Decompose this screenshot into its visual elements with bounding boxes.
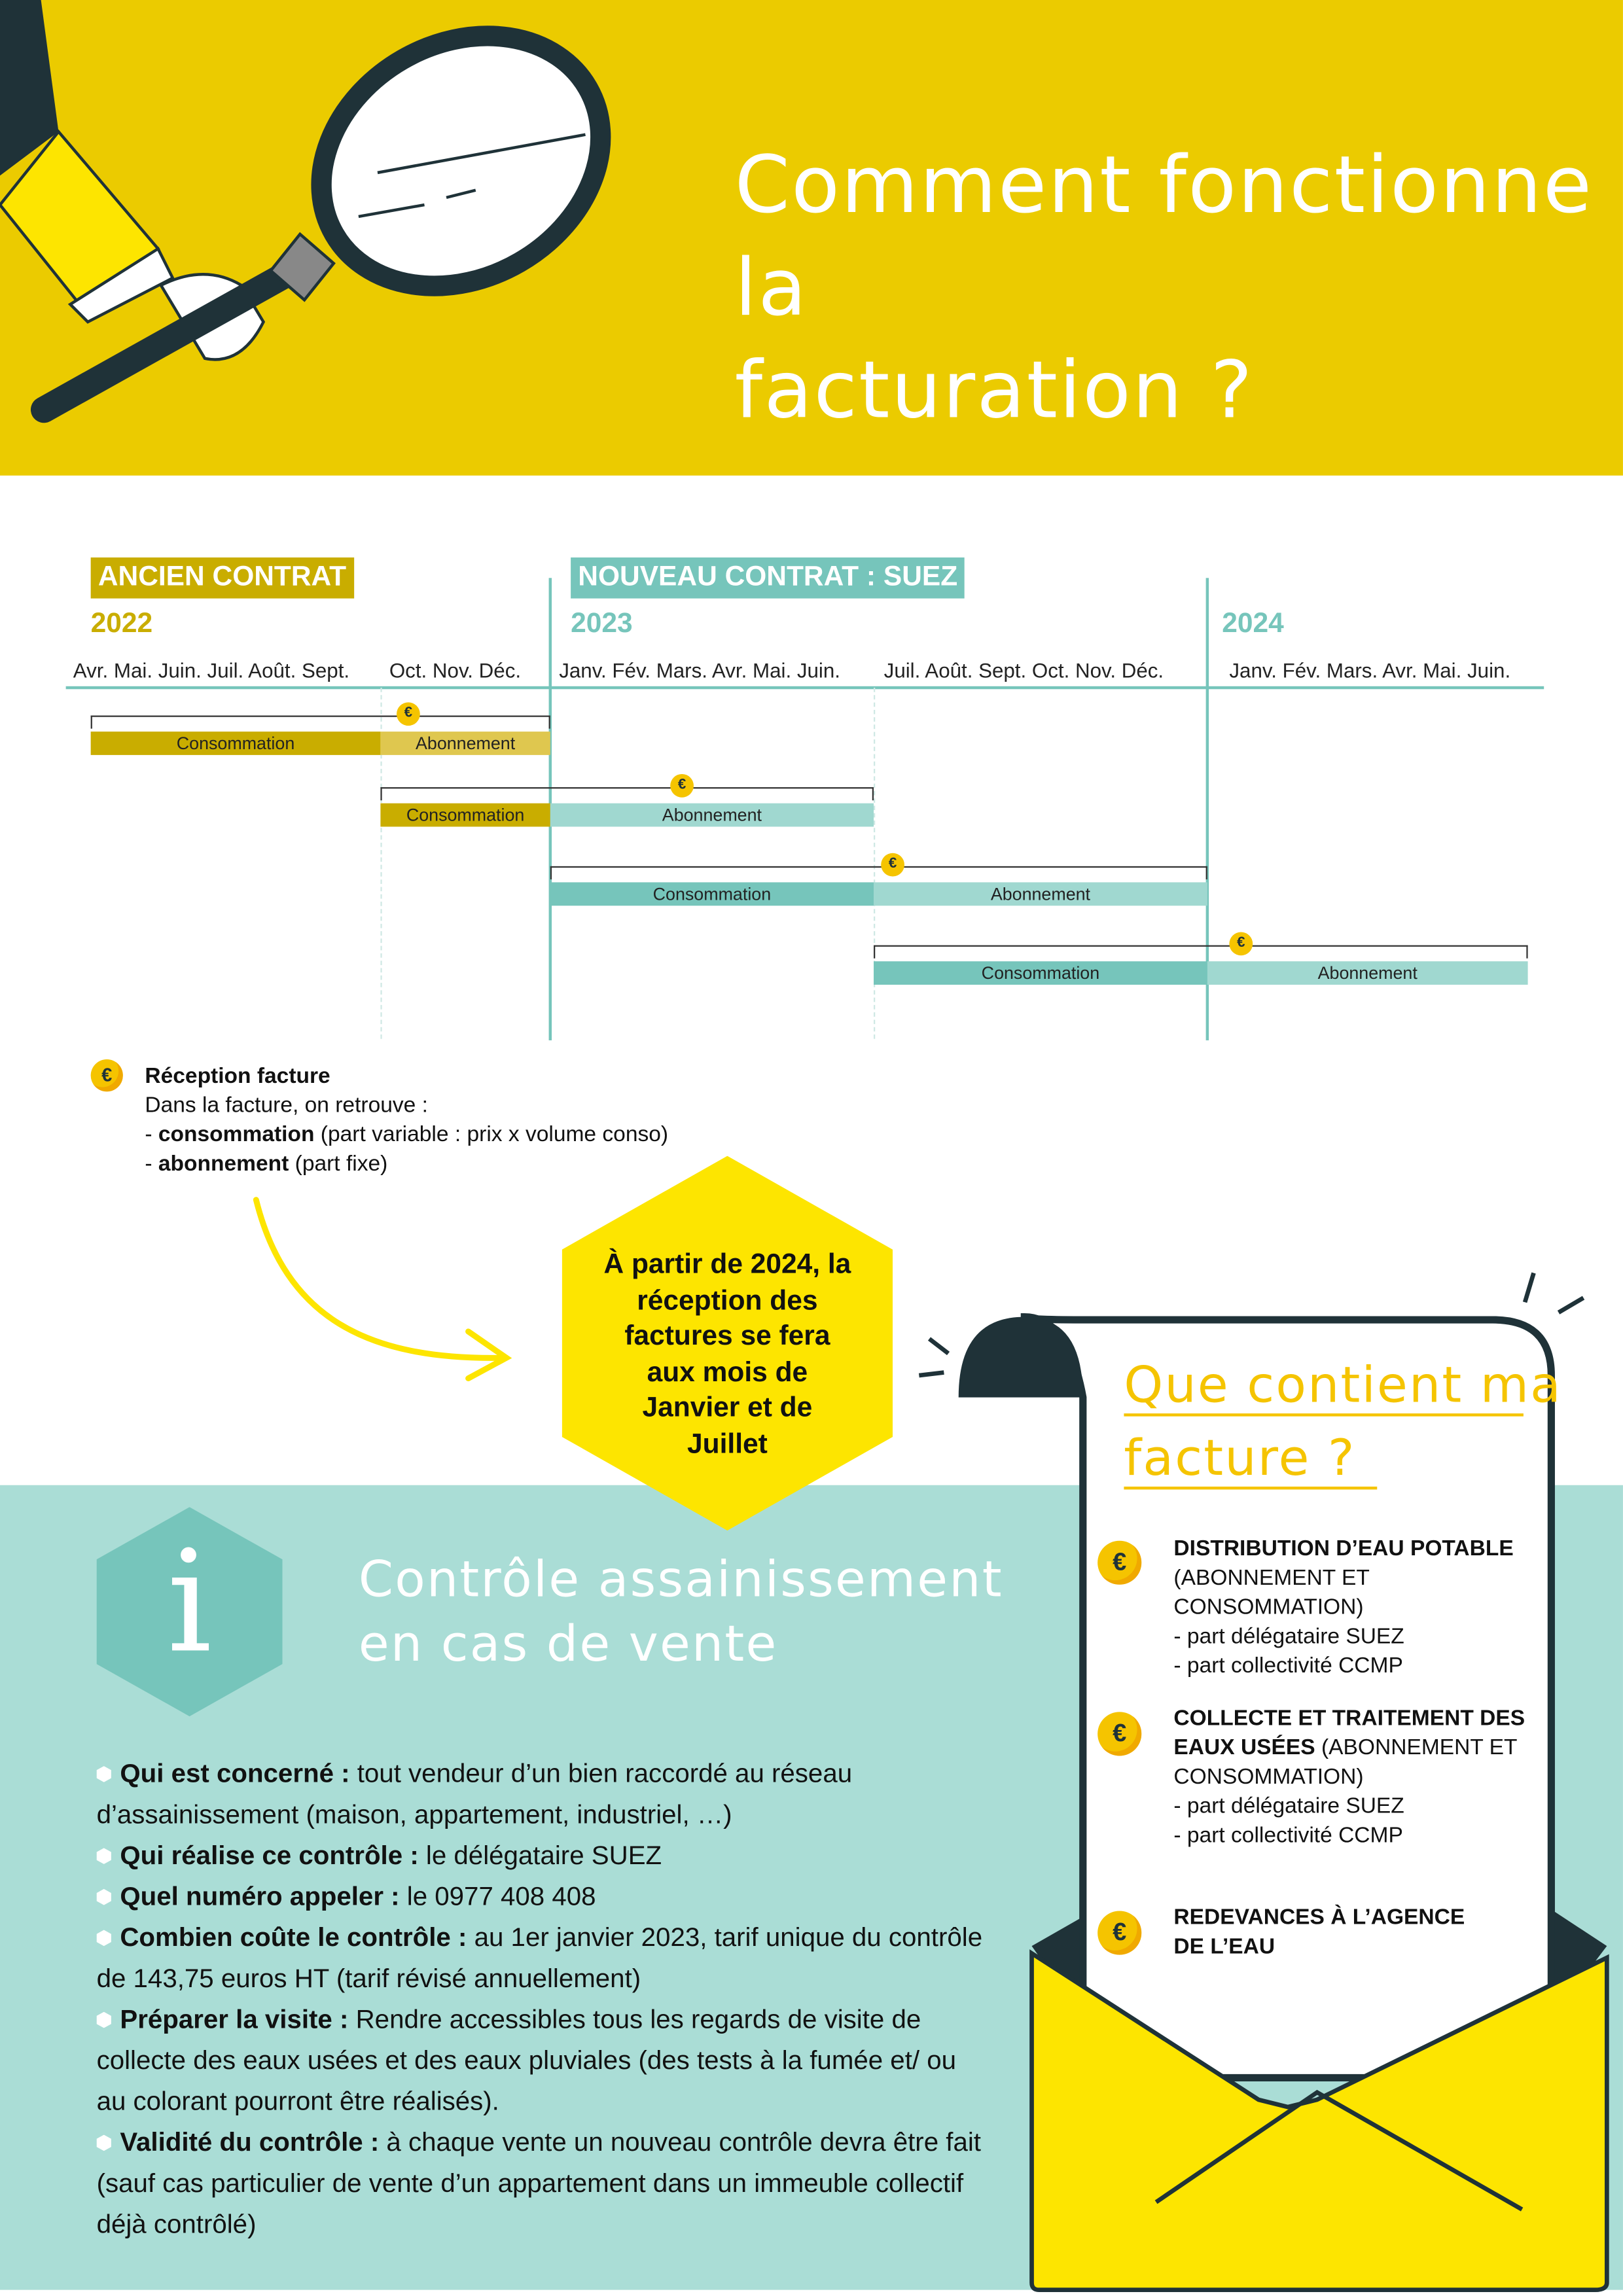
billing-period-bracket xyxy=(380,787,874,801)
date-change-note: À partir de 2024, la réception des factu… xyxy=(603,1249,851,1460)
consumption-bar: Consommation xyxy=(874,961,1207,985)
info-letter: i xyxy=(167,1520,212,1684)
billing-period-bracket xyxy=(874,945,1528,959)
billing-period-bracket xyxy=(550,866,1207,879)
months-2023-b: Juil. Août. Sept. Oct. Nov. Déc. xyxy=(883,658,1164,682)
control-title: Contrôle assainissement en cas de vente xyxy=(359,1548,1003,1677)
hexagon-bullet-icon xyxy=(96,2011,111,2028)
old-contract-tag: ANCIEN CONTRAT xyxy=(90,557,354,599)
title-underline xyxy=(1124,1413,1524,1417)
euro-coin-icon: € xyxy=(1097,1540,1142,1585)
year-2023: 2023 xyxy=(571,609,633,640)
control-bullet: Combien coûte le contrôle : au 1er janvi… xyxy=(96,1922,983,1993)
subscription-bar: Abonnement xyxy=(874,882,1207,906)
invoice-item-drinking-water: DISTRIBUTION D’EAU POTABLE (ABONNEMENT E… xyxy=(1173,1536,1514,1678)
euro-coin-icon: € xyxy=(1229,932,1253,956)
euro-coin-icon: € xyxy=(1097,1911,1142,1955)
control-bullets: Qui est concerné : tout vendeur d’un bie… xyxy=(96,1753,990,2244)
euro-coin-icon: € xyxy=(397,702,420,726)
arrow-icon xyxy=(253,1197,512,1381)
year-2022: 2022 xyxy=(90,609,153,640)
euro-coin-icon: € xyxy=(670,773,694,798)
divider-2024 xyxy=(1205,578,1209,1040)
euro-coin-icon: € xyxy=(90,1059,123,1092)
hexagon-bullet-icon xyxy=(96,1888,111,1905)
billing-period-bracket xyxy=(90,715,550,729)
legend-title: Réception facture xyxy=(145,1063,330,1089)
months-2022-b: Oct. Nov. Déc. xyxy=(389,658,522,682)
legend-intro: Dans la facture, on retrouve : xyxy=(145,1093,428,1118)
consumption-bar: Consommation xyxy=(550,882,874,906)
new-contract-tag: NOUVEAU CONTRAT : SUEZ xyxy=(571,557,965,599)
date-change-hexagon xyxy=(562,1156,893,1531)
control-title-line-2: en cas de vente xyxy=(358,1615,778,1674)
legend-line-subscription: - abonnement (part fixe) xyxy=(145,1151,388,1176)
invoice-title-line-2: facture ? xyxy=(1124,1429,1356,1489)
control-bullet: Validité du contrôle : à chaque vente un… xyxy=(96,2127,981,2239)
hexagon-bullet-icon xyxy=(96,1766,111,1782)
legend-line-consumption: - consommation (part variable : prix x v… xyxy=(145,1122,669,1148)
invoice-item-wastewater: COLLECTE ET TRAITEMENT DES EAUX USÉES (A… xyxy=(1173,1706,1525,1848)
control-bullet: Qui est concerné : tout vendeur d’un bie… xyxy=(96,1758,853,1829)
invoice-title-line-1: Que contient ma xyxy=(1124,1356,1562,1415)
dashed-guide xyxy=(380,688,382,1039)
subscription-bar: Abonnement xyxy=(1207,961,1528,985)
invoice-item-water-agency: REDEVANCES À L’AGENCE DE L’EAU xyxy=(1173,1905,1465,1960)
consumption-bar: Consommation xyxy=(380,803,550,827)
title-underline xyxy=(1124,1486,1378,1490)
timeline-axis xyxy=(65,686,1544,690)
consumption-bar: Consommation xyxy=(90,732,381,755)
euro-coin-icon: € xyxy=(881,853,904,877)
euro-coin-icon: € xyxy=(1097,1712,1142,1756)
dashed-guide xyxy=(874,688,876,1039)
magnifier-illustration xyxy=(0,0,611,423)
control-title-line-1: Contrôle assainissement xyxy=(358,1551,1003,1610)
year-2024: 2024 xyxy=(1222,609,1284,640)
months-2022-a: Avr. Mai. Juin. Juil. Août. Sept. xyxy=(73,658,350,682)
hexagon-bullet-icon xyxy=(96,2134,111,2151)
control-bullet: Préparer la visite : Rendre accessibles … xyxy=(96,2004,957,2116)
page-title: Comment fonctionne la facturation ? xyxy=(735,135,1623,442)
envelope-letter-illustration xyxy=(918,1272,1609,2293)
title-line-1: Comment fonctionne la xyxy=(734,139,1594,334)
months-2023-a: Janv. Fév. Mars. Avr. Mai. Juin. xyxy=(559,658,840,682)
subscription-bar: Abonnement xyxy=(380,732,550,755)
title-line-2: facturation ? xyxy=(734,344,1254,436)
subscription-bar: Abonnement xyxy=(550,803,874,827)
months-2024: Janv. Fév. Mars. Avr. Mai. Juin. xyxy=(1229,658,1511,682)
control-bullet: Quel numéro appeler : le 0977 408 408 xyxy=(96,1876,990,1917)
hexagon-bullet-icon xyxy=(96,1848,111,1864)
header-banner xyxy=(0,0,1623,476)
hexagon-bullet-icon xyxy=(96,1930,111,1947)
invoice-title: Que contient ma facture ? xyxy=(1124,1349,1562,1496)
control-bullet: Qui réalise ce contrôle : le délégataire… xyxy=(96,1835,990,1876)
invoice-legend: Réception facture Dans la facture, on re… xyxy=(145,1062,668,1179)
